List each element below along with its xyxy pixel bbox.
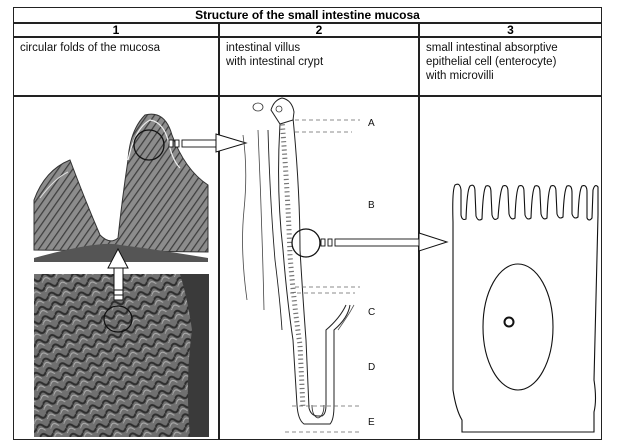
circular-folds-micrograph [34,114,208,262]
villus-section-labels: A B C D E [368,118,375,428]
label-c: C [368,307,375,318]
label-e: E [368,417,375,428]
right-arrow-to-villus [169,134,246,152]
intestinal-villus-drawing [243,98,354,424]
right-arrow-to-enterocyte [321,233,447,251]
label-b: B [368,200,375,211]
label-d: D [368,362,375,373]
label-a: A [368,118,375,129]
enterocyte-drawing [453,184,598,432]
